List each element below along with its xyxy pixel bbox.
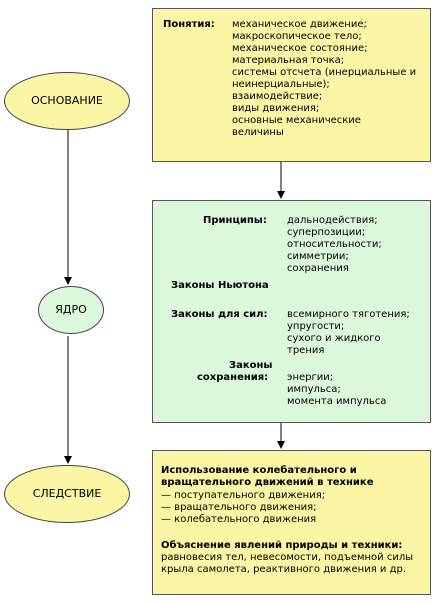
concepts-label: Понятия: [163, 19, 215, 30]
concepts-line: виды движения; [232, 103, 320, 114]
usage-heading-line: Использование колебательного и [161, 465, 357, 476]
concepts-line: неинерциальные); [232, 79, 330, 90]
concepts-line: материальная точка; [232, 55, 345, 66]
principle-item: относительности; [287, 239, 382, 250]
explain-line: равновесия тел, невесомости, подъемной с… [161, 552, 414, 563]
core-box: Принципы: дальнодействия; суперпозиции; … [152, 200, 431, 423]
usage-item: — поступательного движения; [161, 490, 326, 501]
newton-laws-label: Законы Ньютона [171, 280, 269, 291]
consequences-box: Использование колебательного и вращатель… [152, 450, 431, 595]
conservation-item: энергии; [287, 372, 334, 383]
force-laws-label: Законы для сил: [171, 309, 268, 320]
force-law-item: сухого и жидкого [287, 333, 381, 344]
concepts-box: Понятия: механическое движение; макроско… [152, 8, 431, 162]
concepts-line: величины [232, 127, 284, 138]
concepts-line: механическое движение; [232, 19, 367, 30]
force-law-item: всемирного тяготения; [287, 309, 410, 320]
node-yadro-label: ЯДРО [55, 303, 87, 316]
concepts-line: основные механические [232, 115, 361, 126]
principles-label: Принципы: [203, 215, 267, 226]
usage-heading-line: вращательного движений в технике [161, 477, 374, 488]
conservation-item: момента импульса [287, 396, 387, 407]
concepts-line: взаимодействие; [232, 91, 323, 102]
force-law-item: трения [287, 345, 325, 356]
force-law-item: упругости; [287, 321, 345, 332]
node-osnovanie-label: ОСНОВАНИЕ [31, 94, 103, 107]
usage-item: — вращательного движения; [161, 502, 317, 513]
principle-item: симметрии; [287, 251, 349, 262]
principle-item: суперпозиции; [287, 227, 366, 238]
explain-line: крыла самолета, реактивного движения и д… [161, 564, 407, 575]
principle-item: сохранения [287, 263, 349, 274]
node-osnovanie: ОСНОВАНИЕ [4, 72, 130, 130]
usage-item: — колебательного движения [161, 514, 317, 525]
node-sledstvie: СЛЕДСТВИЕ [4, 465, 130, 523]
concepts-line: макроскопическое тело; [232, 31, 362, 42]
conservation-label-2: сохранения: [197, 372, 269, 383]
conservation-item: импульса; [287, 384, 341, 395]
node-yadro: ЯДРО [38, 286, 104, 334]
concepts-line: механическое состояние; [232, 43, 368, 54]
explain-heading: Объяснение явлений природы и техники: [161, 540, 403, 551]
principle-item: дальнодействия; [287, 215, 378, 226]
node-sledstvie-label: СЛЕДСТВИЕ [32, 487, 102, 500]
concepts-line: системы отсчета (инерциальные и [232, 67, 417, 78]
conservation-label-1: Законы [229, 360, 273, 371]
